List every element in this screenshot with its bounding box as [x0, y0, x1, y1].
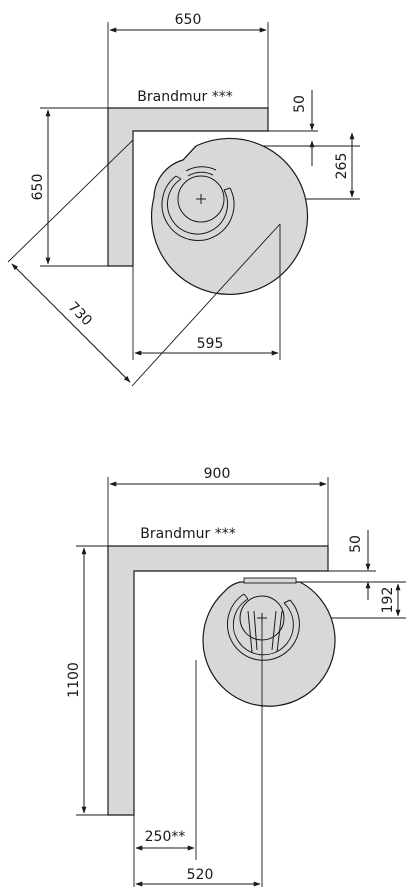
top-diagonal-label: 730	[65, 299, 95, 329]
top-depth-dimension: 595	[132, 224, 281, 360]
bottom-side-gap-label: 250**	[145, 829, 186, 845]
top-depth-label: 595	[197, 336, 224, 352]
top-diagram: 650 Brandmur *** 650 50 265	[7, 12, 360, 387]
bottom-center-offset-label: 192	[380, 587, 396, 614]
bottom-diagram: 900 Brandmur *** 1100 50 192	[66, 466, 406, 887]
bottom-center-side-label: 520	[187, 867, 214, 883]
bottom-height-label: 1100	[66, 662, 82, 698]
top-height-dimension: 650	[30, 107, 108, 267]
top-height-label: 650	[30, 174, 46, 201]
top-stove-body	[150, 137, 309, 295]
bottom-stove-door	[226, 593, 300, 661]
bottom-stove-top-plate	[243, 577, 297, 584]
bottom-center-side-dimension: 520	[135, 618, 263, 887]
top-width-label: 650	[175, 12, 202, 28]
top-stove-door	[161, 166, 235, 241]
top-wall-gap-label: 50	[292, 95, 308, 113]
bottom-side-gap-dimension: 250**	[133, 660, 197, 887]
top-wall-label: Brandmur ***	[137, 89, 232, 105]
bottom-width-dimension: 900	[107, 466, 329, 546]
bottom-stove-body	[202, 581, 336, 707]
bottom-wall-gap-label: 50	[348, 535, 364, 553]
top-wall-gap-dimension: 50	[268, 90, 318, 166]
top-width-dimension: 650	[107, 12, 269, 108]
bottom-height-dimension: 1100	[66, 545, 108, 816]
bottom-wall-gap-dimension: 50	[328, 530, 376, 600]
top-center-offset-label: 265	[334, 153, 350, 180]
bottom-width-label: 900	[204, 466, 231, 482]
bottom-wall-label: Brandmur ***	[140, 526, 235, 542]
